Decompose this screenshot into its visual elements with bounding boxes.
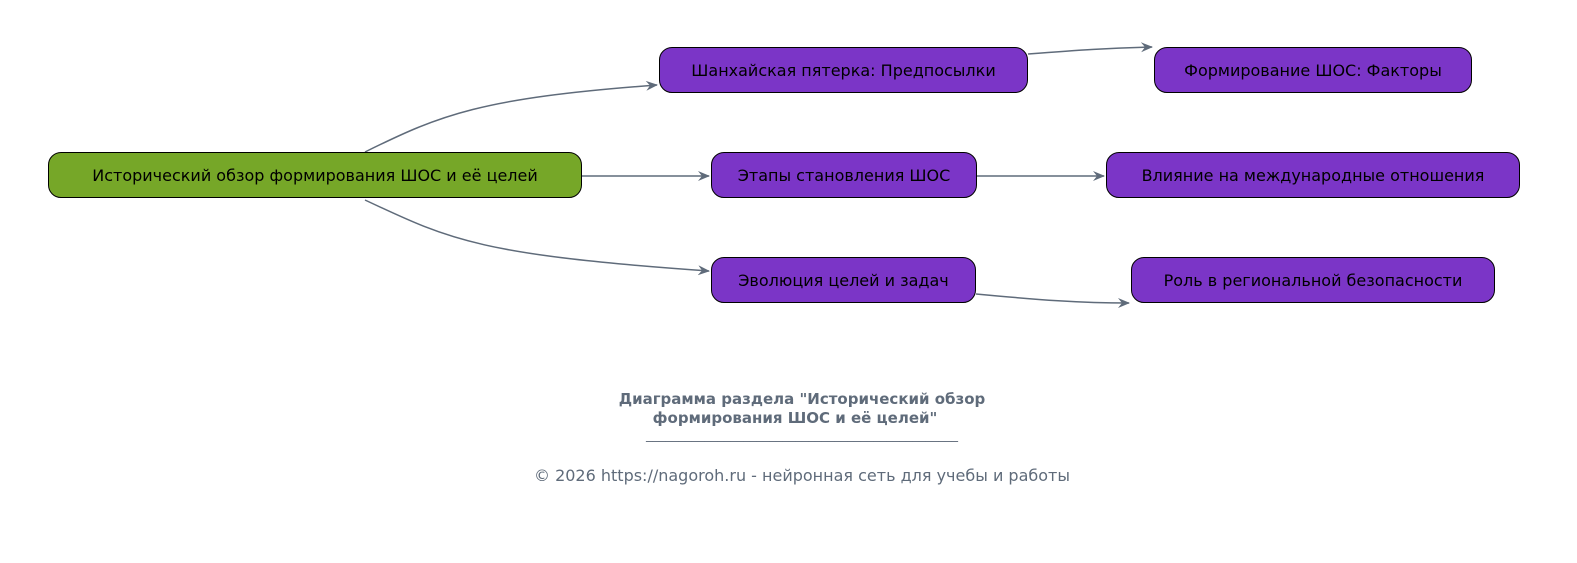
diagram-caption: Диаграмма раздела "Исторический обзор фо…: [0, 390, 1577, 428]
node-stages[interactable]: Этапы становления ШОС: [711, 152, 977, 198]
caption-line-2: формирования ШОС и её целей": [652, 409, 938, 427]
node-security[interactable]: Роль в региональной безопасности: [1131, 257, 1495, 303]
node-international[interactable]: Влияние на международные отношения: [1106, 152, 1520, 198]
node-label: Формирование ШОС: Факторы: [1184, 60, 1442, 80]
caption-divider: ________________________________________…: [646, 428, 958, 443]
caption-line-1: Диаграмма раздела "Исторический обзор: [618, 390, 986, 408]
edge-n1-n4: [1027, 42, 1153, 55]
node-label: Влияние на международные отношения: [1141, 165, 1485, 185]
node-label: Этапы становления ШОС: [737, 165, 951, 185]
node-factors[interactable]: Формирование ШОС: Факторы: [1154, 47, 1472, 93]
node-shanghai-five[interactable]: Шанхайская пятерка: Предпосылки: [659, 47, 1028, 93]
node-label: Исторический обзор формирования ШОС и её…: [92, 165, 538, 185]
edge-root-n3: [364, 199, 710, 276]
edge-n3-n6: [975, 293, 1130, 308]
node-evolution[interactable]: Эволюция целей и задач: [711, 257, 976, 303]
edge-root-n1: [364, 80, 658, 153]
node-root[interactable]: Исторический обзор формирования ШОС и её…: [48, 152, 582, 198]
node-label: Шанхайская пятерка: Предпосылки: [691, 60, 996, 80]
node-label: Эволюция целей и задач: [738, 270, 949, 290]
node-label: Роль в региональной безопасности: [1163, 270, 1463, 290]
footer-text: © 2026 https://nagoroh.ru - нейронная се…: [533, 466, 1070, 485]
